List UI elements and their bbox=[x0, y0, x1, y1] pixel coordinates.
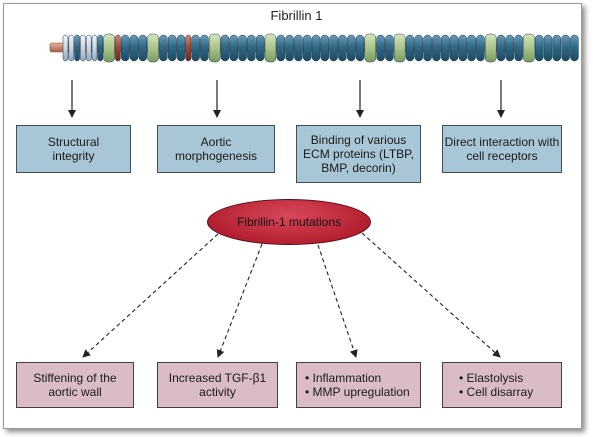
protein-title: Fibrillin 1 bbox=[270, 8, 323, 23]
effect-box-inflammation: • Inflammation • MMP upregulation bbox=[296, 362, 421, 408]
egf-like-domain bbox=[514, 34, 523, 62]
egf-like-domain bbox=[405, 34, 415, 62]
mutations-ellipse: Fibrillin-1 mutations bbox=[207, 199, 371, 245]
egf-like-domain bbox=[505, 34, 515, 62]
egf-like-domain bbox=[220, 34, 230, 62]
effect-line: • MMP upregulation bbox=[305, 385, 410, 399]
hybrid-domain bbox=[115, 34, 121, 62]
egf-like-domain bbox=[458, 34, 468, 62]
function-box-aortic-morphogenesis: Aortic morphogenesis bbox=[157, 125, 275, 173]
egf-like-domain bbox=[423, 34, 432, 62]
protein-domains bbox=[62, 33, 579, 63]
light-domain bbox=[80, 34, 86, 62]
egf-like-domain bbox=[561, 34, 570, 62]
egf-like-domain bbox=[285, 34, 294, 62]
hybrid-domain bbox=[185, 34, 192, 62]
effect-text: Increased TGF-β1 activity bbox=[169, 371, 266, 399]
effect-arrows bbox=[82, 232, 501, 358]
arrow-to-tgf-activity bbox=[216, 243, 263, 358]
egf-like-domain bbox=[338, 34, 347, 62]
egf-like-domain bbox=[552, 34, 562, 62]
function-label: Aortic morphogenesis bbox=[174, 135, 258, 163]
egf-like-domain bbox=[294, 34, 303, 62]
egf-like-domain bbox=[311, 34, 321, 62]
egf-like-domain bbox=[138, 34, 148, 62]
effect-line: aortic wall bbox=[48, 385, 102, 399]
arrow-to-aortic-stiffening bbox=[82, 233, 219, 358]
tb-domain bbox=[103, 33, 115, 63]
egf-like-domain bbox=[159, 34, 168, 62]
tb-domain bbox=[364, 33, 377, 63]
light-domain bbox=[62, 34, 69, 62]
function-box-structural-integrity: Structural integrity bbox=[16, 125, 131, 173]
tb-domain bbox=[264, 33, 277, 63]
function-box-ecm-binding: Binding of various ECM proteins (LTBP, B… bbox=[296, 125, 421, 183]
egf-like-domain bbox=[543, 34, 553, 62]
function-box-cell-receptors: Direct interaction with cell receptors bbox=[442, 125, 562, 173]
egf-like-domain bbox=[376, 34, 385, 62]
egf-like-domain bbox=[191, 34, 200, 62]
egf-like-domain bbox=[355, 34, 365, 62]
egf-like-domain bbox=[496, 34, 506, 62]
egf-like-domain bbox=[276, 34, 286, 62]
egf-like-domain bbox=[255, 34, 265, 62]
effect-box-tgf-activity: Increased TGF-β1 activity bbox=[157, 362, 278, 408]
tb-domain bbox=[208, 33, 221, 63]
egf-like-domain bbox=[432, 34, 441, 62]
egf-like-domain bbox=[176, 34, 186, 62]
effect-line: Increased TGF-β1 bbox=[168, 371, 267, 385]
mutations-label: Fibrillin-1 mutations bbox=[236, 215, 342, 229]
function-label: Binding of various ECM proteins (LTBP, B… bbox=[303, 133, 414, 175]
function-label: Direct interaction with cell receptors bbox=[444, 135, 560, 163]
egf-like-domain bbox=[534, 34, 544, 62]
effect-line: Stiffening of the bbox=[33, 371, 117, 385]
egf-like-domain bbox=[329, 34, 338, 62]
egf-like-domain bbox=[476, 34, 485, 62]
egf-like-domain bbox=[570, 34, 579, 62]
effect-line: • Cell disarray bbox=[459, 385, 534, 399]
tb-domain bbox=[393, 33, 406, 63]
egf-like-domain bbox=[238, 34, 247, 62]
egf-like-domain bbox=[346, 34, 356, 62]
egf-like-domain bbox=[449, 34, 459, 62]
egf-like-domain bbox=[97, 34, 104, 62]
egf-like-domain bbox=[320, 34, 330, 62]
light-domain bbox=[85, 34, 92, 62]
arrow-to-elastolysis bbox=[361, 232, 501, 358]
egf-like-domain bbox=[247, 34, 256, 62]
effect-line: • Inflammation bbox=[305, 371, 382, 385]
egf-like-domain bbox=[385, 34, 394, 62]
effect-text: Stiffening of the aortic wall bbox=[33, 371, 116, 399]
egf-like-domain bbox=[302, 34, 312, 62]
egf-like-domain bbox=[440, 34, 450, 62]
function-label: Structural integrity bbox=[47, 135, 100, 163]
function-arrows bbox=[68, 80, 505, 118]
egf-like-domain bbox=[414, 34, 424, 62]
light-domain bbox=[91, 34, 98, 62]
egf-like-domain bbox=[129, 34, 139, 62]
egf-like-domain bbox=[467, 34, 476, 62]
effect-box-elastolysis: • Elastolysis • Cell disarray bbox=[442, 362, 562, 408]
egf-like-domain bbox=[120, 34, 130, 62]
egf-like-domain bbox=[74, 34, 80, 62]
egf-like-domain bbox=[229, 34, 239, 62]
effect-line: • Elastolysis bbox=[459, 371, 524, 385]
effect-box-aortic-stiffening: Stiffening of the aortic wall bbox=[16, 362, 134, 408]
tb-domain bbox=[484, 33, 497, 63]
egf-like-domain bbox=[200, 34, 209, 62]
tb-domain bbox=[523, 33, 535, 63]
effect-line: activity bbox=[199, 385, 236, 399]
arrow-to-inflammation bbox=[317, 244, 358, 358]
egf-like-domain bbox=[167, 34, 177, 62]
tb-domain bbox=[147, 33, 159, 63]
light-domain bbox=[68, 34, 75, 62]
